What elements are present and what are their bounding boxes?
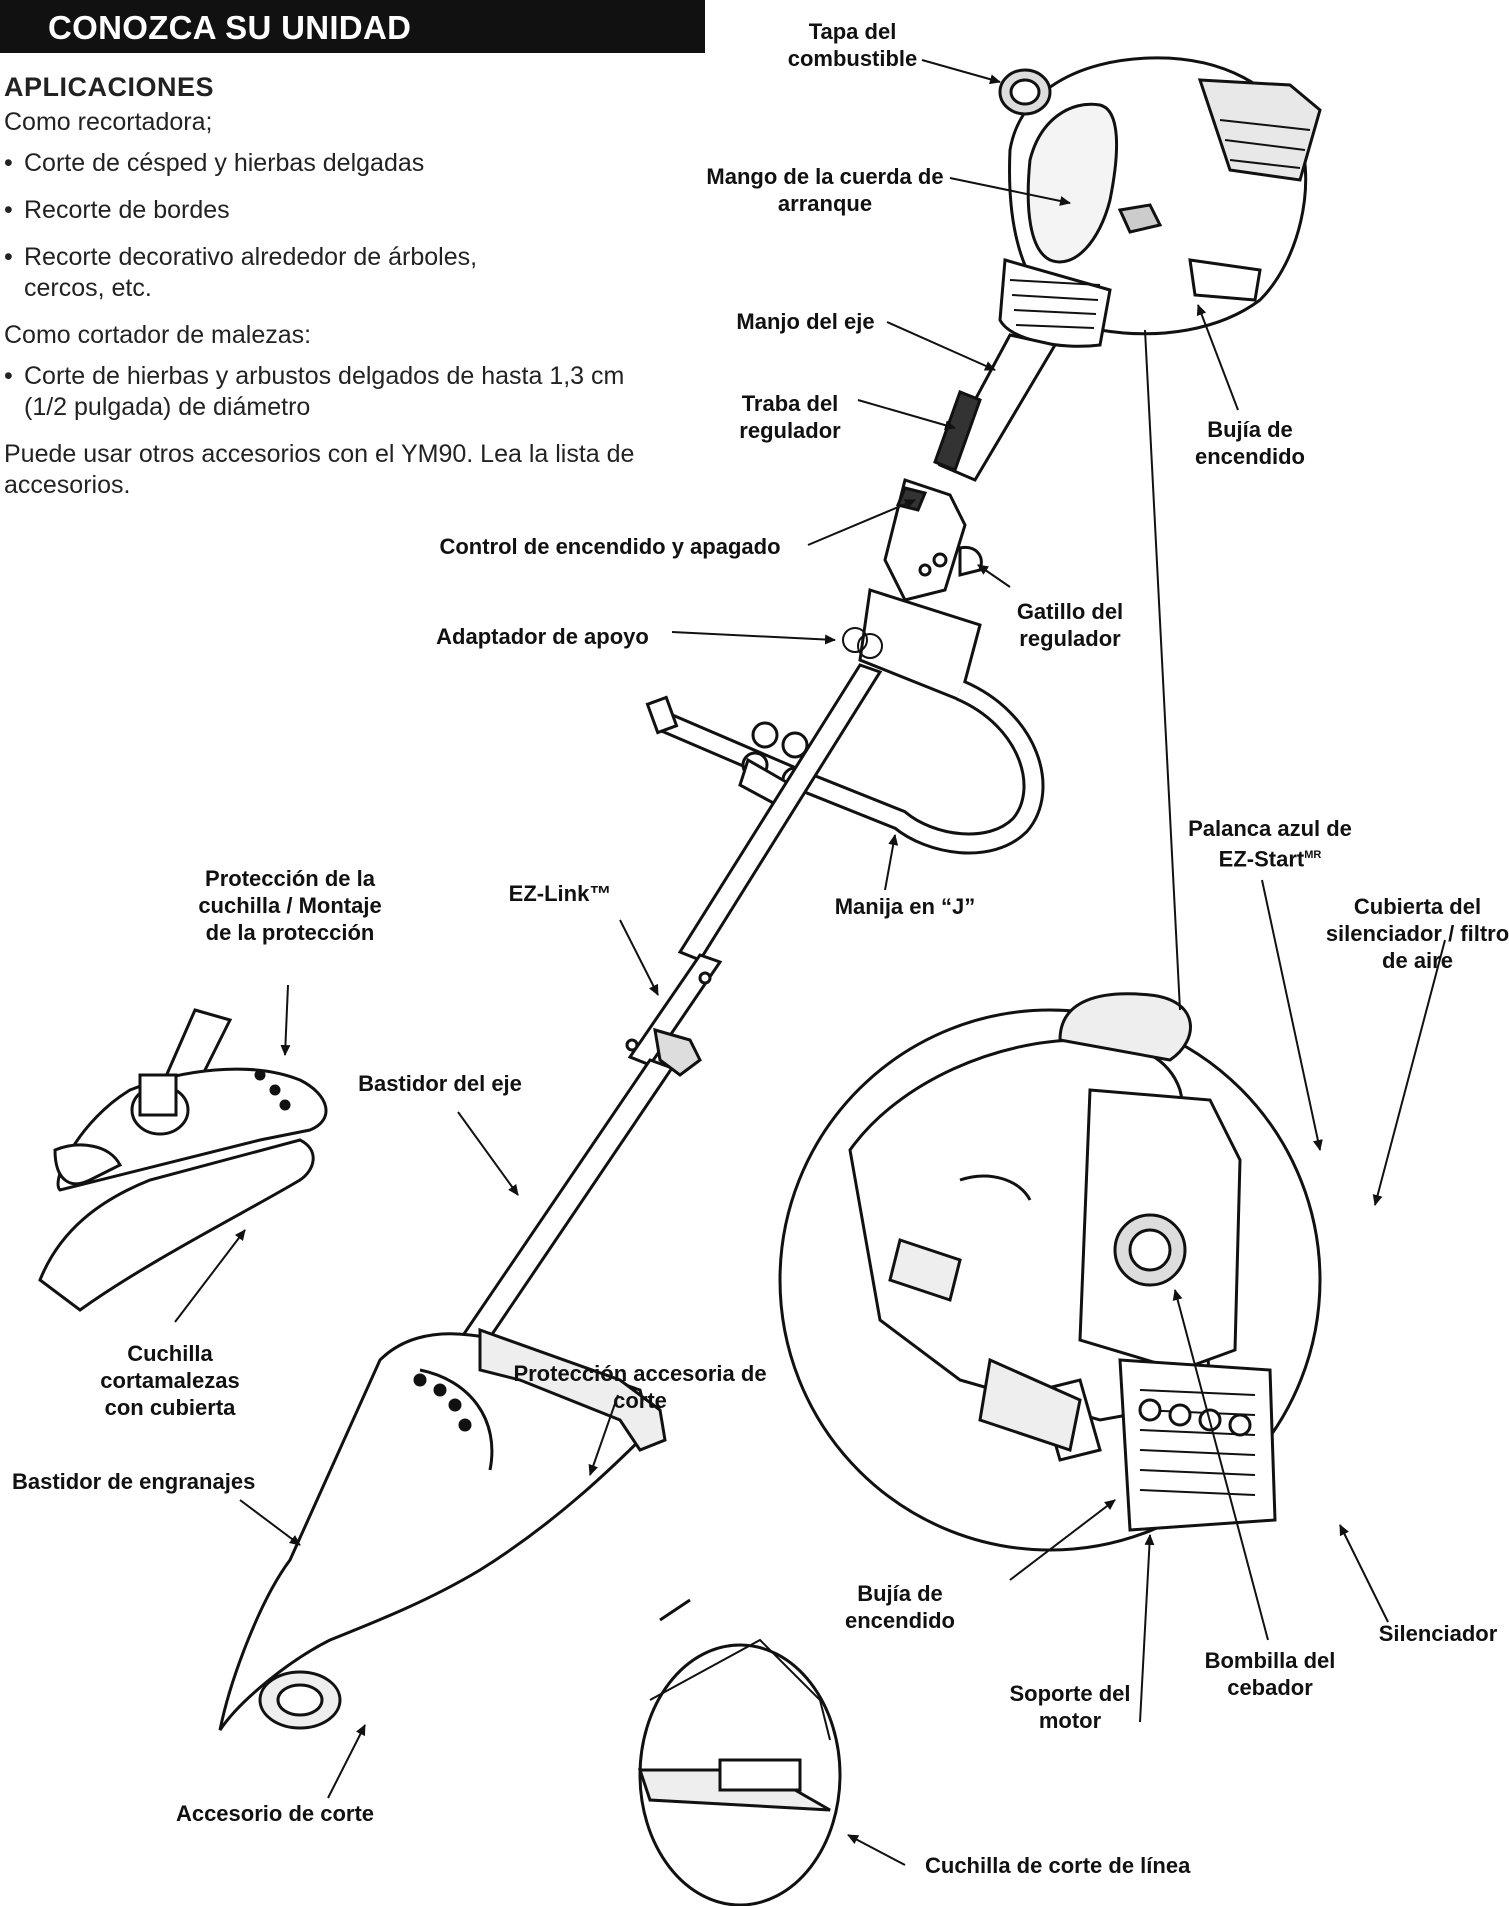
list-item: Corte de hierbas y arbustos delgados de … [0,361,664,423]
label-ez-link: EZ-Link™ [508,881,612,906]
label-cutting-guard: Protección accesoria de corte [513,1361,767,1413]
label-primer-bulb: Bombilla del cebador [1204,1648,1336,1700]
engine-head [998,56,1322,348]
label-line-cutting-blade: Cuchilla de corte de línea [925,1853,1191,1878]
label-gear-housing: Bastidor de engranajes [12,1469,256,1494]
label-ez-start-lever: Palanca azul de EZ-StartMR [1185,815,1355,872]
engine-detail-circle [778,992,1322,1552]
line-cutting-blade-detail [637,1598,842,1906]
section-title: CONOZCA SU UNIDAD [48,9,412,46]
ez-start-mark: MR [1304,849,1322,861]
section-header-bar: CONOZCA SU UNIDAD [0,0,705,53]
trimmer-uses-list: Corte de césped y hierbas delgadas Recor… [0,148,700,304]
blade-guard-assembly [38,1008,328,1312]
label-shaft-handle: Manjo del eje [736,309,875,334]
detail-connector-line [1144,329,1181,1011]
label-blade-guard: Protección de la cuchilla / Montaje de l… [198,866,382,945]
label-spark-plug-detail: Bujía de encendido [844,1581,955,1633]
label-j-handle: Manija en “J” [834,894,976,919]
label-spark-plug-top: Bujía de encendido [1194,417,1305,469]
label-brush-blade: Cuchilla cortamalezas con cubierta [100,1341,240,1420]
brushcutter-intro: Como cortador de malezas: [4,321,312,349]
label-cutting-attachment: Accesorio de corte [175,1801,375,1826]
trimmer-intro: Como recortadora; [4,108,213,136]
list-item: Recorte decorativo alrededor de árboles,… [0,242,544,304]
label-support-adapter: Adaptador de apoyo [436,624,649,649]
label-fuel-cap: Tapa del combustible [787,19,918,71]
gear-housing-and-guard [218,1327,667,1731]
applications-section: APLICACIONES Como recortadora; Corte de … [0,72,700,511]
accessories-note: Puede usar otros accesorios con el YM90.… [4,440,635,499]
list-item: Corte de césped y hierbas delgadas [0,148,700,179]
label-muffler: Silenciador [1378,1621,1498,1646]
label-starter-handle: Mango de la cuerda de arranque [706,164,944,216]
brushcutter-uses-list: Corte de hierbas y arbustos delgados de … [0,361,700,423]
label-throttle-trigger: Gatillo del regulador [1016,599,1124,651]
ez-start-lever-text: Palanca azul de EZ-Start [1188,816,1352,872]
leader-lines [174,59,1446,1866]
label-throttle-lock: Traba del regulador [739,391,841,443]
label-muffler-cover: Cubierta del silenciador / filtro de air… [1325,894,1509,973]
label-on-off-control: Control de encendido y apagado [439,534,781,559]
label-engine-mount: Soporte del motor [1009,1681,1131,1733]
label-shaft-housing: Bastidor del eje [358,1071,522,1096]
applications-heading: APLICACIONES [4,72,215,102]
list-item: Recorte de bordes [0,195,700,226]
upper-shaft [842,333,1058,703]
